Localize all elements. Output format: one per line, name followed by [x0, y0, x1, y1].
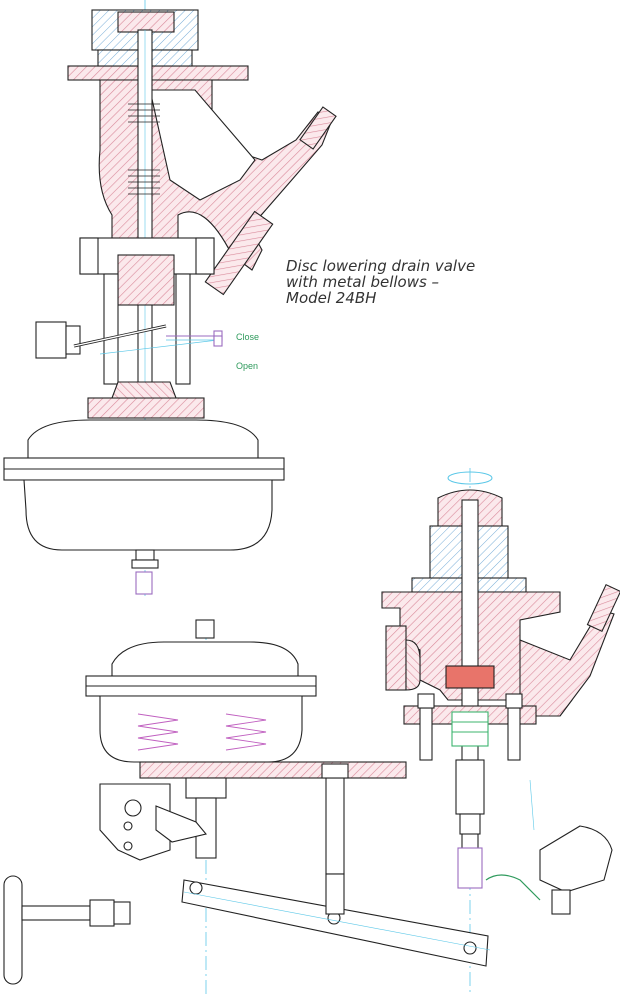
- lower-bonnet-flange: [87, 397, 205, 419]
- handwheel: [3, 875, 23, 985]
- label-open: Open: [236, 361, 258, 371]
- lower-actuator-dome: [111, 641, 299, 677]
- actuator-springs: [137, 713, 267, 751]
- caption-line-3: Model 24BH: [286, 289, 377, 307]
- upper-actuator-dome: [27, 419, 259, 459]
- stud-bolt-right: [507, 707, 521, 761]
- label-close: Close: [236, 332, 259, 342]
- upper-bellows: [128, 103, 160, 195]
- limit-switch: [539, 825, 613, 893]
- travel-labels: Close Open: [236, 332, 259, 371]
- pivot-right: [463, 941, 477, 955]
- limit-switch-cable: [485, 874, 541, 901]
- top-cap-insert: [117, 11, 175, 33]
- mounting-bracket: [99, 783, 171, 861]
- lower-stem-end: [457, 847, 483, 889]
- upper-actuator-rod-end: [135, 571, 153, 595]
- outlet-flange: [204, 210, 274, 296]
- seal-packing: [445, 665, 495, 689]
- caption-line-2: with metal bellows –: [286, 273, 440, 291]
- drawing-caption: Disc lowering drain valve with metal bel…: [286, 258, 586, 306]
- packing-rings: [451, 711, 489, 747]
- upper-valve-assembly: [3, 0, 337, 600]
- position-switch-box: [35, 321, 67, 359]
- lower-actuator-assembly: [3, 619, 613, 994]
- lower-valve-assembly: [381, 468, 620, 994]
- lower-yoke-plate: [139, 761, 407, 779]
- stud-bolt-left: [419, 707, 433, 761]
- lower-actuator-housing: [99, 695, 303, 763]
- inlet-flange: [385, 625, 407, 691]
- caption-line-1: Disc lowering drain valve: [286, 257, 476, 275]
- lower-outlet-flange: [586, 583, 620, 633]
- spacer-column: [325, 777, 345, 875]
- upper-actuator-housing: [23, 479, 273, 551]
- cam-lever: [155, 805, 207, 843]
- pivot-left: [189, 881, 203, 895]
- top-flange: [67, 65, 249, 81]
- adjustment-knob: [124, 799, 142, 817]
